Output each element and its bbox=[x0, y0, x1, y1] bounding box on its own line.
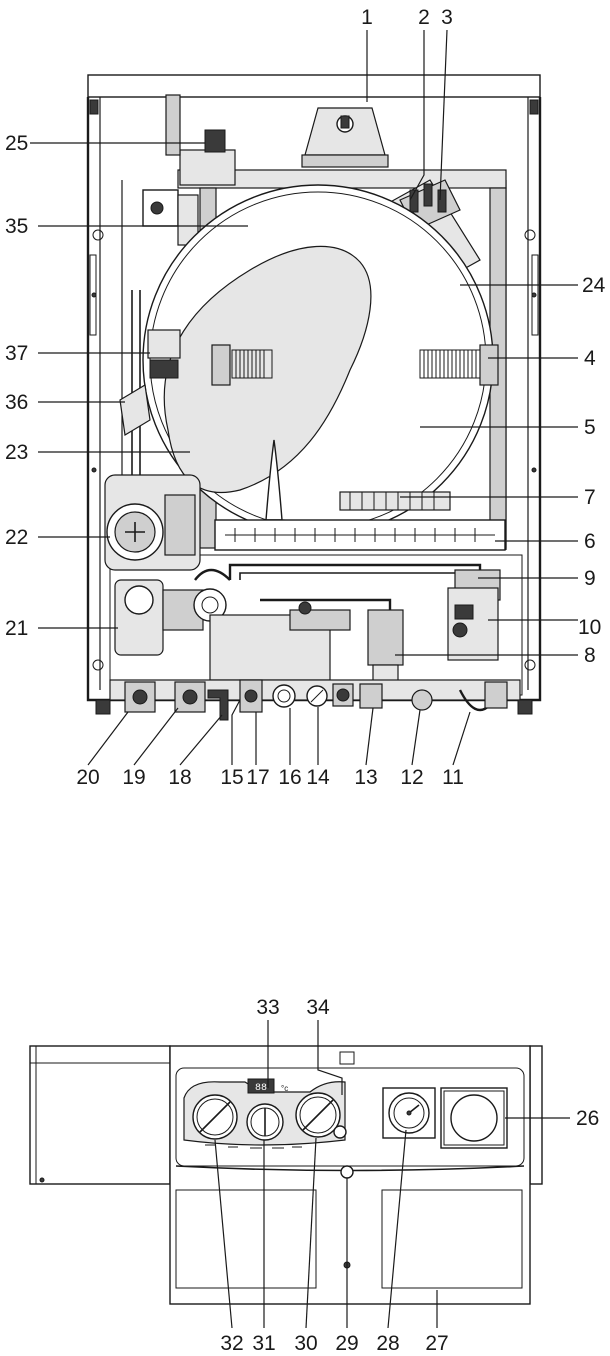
label-36: 36 bbox=[5, 391, 28, 414]
control-module: 88 °c bbox=[183, 1078, 347, 1149]
label-32: 32 bbox=[220, 1332, 243, 1355]
lcd-display-text: 88 bbox=[255, 1083, 267, 1094]
label-24: 24 bbox=[582, 274, 606, 297]
heat-exchanger-fins bbox=[211, 344, 499, 386]
status-light bbox=[339, 1051, 355, 1065]
air-vent-25 bbox=[204, 129, 226, 153]
label-28: 28 bbox=[376, 1332, 399, 1355]
label-25: 25 bbox=[5, 132, 28, 155]
callout-labels-top: 1 2 3 25 35 24 37 4 36 5 23 7 22 6 9 21 … bbox=[5, 6, 606, 789]
control-panel-view: 88 °c bbox=[29, 1045, 543, 1305]
callout-leaders-top bbox=[30, 29, 578, 766]
label-13: 13 bbox=[354, 766, 377, 789]
label-23: 23 bbox=[5, 441, 28, 464]
left-side-panel bbox=[29, 1045, 171, 1185]
label-22: 22 bbox=[5, 526, 28, 549]
label-33: 33 bbox=[256, 996, 279, 1019]
circulation-pump bbox=[104, 474, 201, 571]
label-4: 4 bbox=[584, 347, 596, 370]
control-fascia bbox=[175, 1067, 525, 1167]
label-19: 19 bbox=[122, 766, 145, 789]
lower-left-panel bbox=[175, 1189, 317, 1289]
label-10: 10 bbox=[578, 616, 601, 639]
label-29: 29 bbox=[335, 1332, 358, 1355]
label-1: 1 bbox=[361, 6, 373, 29]
label-34: 34 bbox=[306, 996, 330, 1019]
heat-exchanger bbox=[142, 184, 494, 537]
lower-right-panel bbox=[381, 1189, 523, 1289]
boiler-cutaway-view bbox=[86, 74, 542, 721]
label-37: 37 bbox=[5, 342, 28, 365]
label-17: 17 bbox=[246, 766, 269, 789]
label-7: 7 bbox=[584, 486, 596, 509]
temp-unit: °c bbox=[281, 1084, 288, 1093]
label-31: 31 bbox=[252, 1332, 275, 1355]
label-2: 2 bbox=[418, 6, 430, 29]
right-side-panel bbox=[529, 1045, 543, 1185]
label-16: 16 bbox=[278, 766, 301, 789]
label-35: 35 bbox=[5, 215, 28, 238]
label-11: 11 bbox=[442, 766, 464, 789]
label-12: 12 bbox=[400, 766, 423, 789]
pressure-valve-36 bbox=[119, 384, 151, 436]
callout-labels-bottom: 33 34 26 32 31 30 29 28 27 bbox=[220, 996, 599, 1355]
door-release[interactable] bbox=[340, 1165, 354, 1179]
callout-leaders-bottom bbox=[214, 1020, 570, 1329]
bottom-connections bbox=[124, 679, 508, 721]
label-20: 20 bbox=[76, 766, 99, 789]
label-5: 5 bbox=[584, 416, 596, 439]
flow-sensor bbox=[367, 609, 404, 666]
label-30: 30 bbox=[294, 1332, 317, 1355]
label-18: 18 bbox=[168, 766, 191, 789]
pressure-gauge bbox=[382, 1087, 436, 1139]
label-9: 9 bbox=[584, 567, 596, 590]
programmer-slot bbox=[440, 1087, 508, 1149]
diverter-valve bbox=[114, 579, 227, 656]
label-21: 21 bbox=[5, 617, 28, 640]
label-3: 3 bbox=[441, 6, 453, 29]
flue-outlet bbox=[301, 107, 389, 168]
label-8: 8 bbox=[584, 644, 596, 667]
label-27: 27 bbox=[425, 1332, 448, 1355]
label-6: 6 bbox=[584, 530, 596, 553]
label-14: 14 bbox=[306, 766, 330, 789]
casing-top-frame bbox=[87, 74, 541, 98]
label-26: 26 bbox=[576, 1107, 599, 1130]
label-15: 15 bbox=[220, 766, 243, 789]
